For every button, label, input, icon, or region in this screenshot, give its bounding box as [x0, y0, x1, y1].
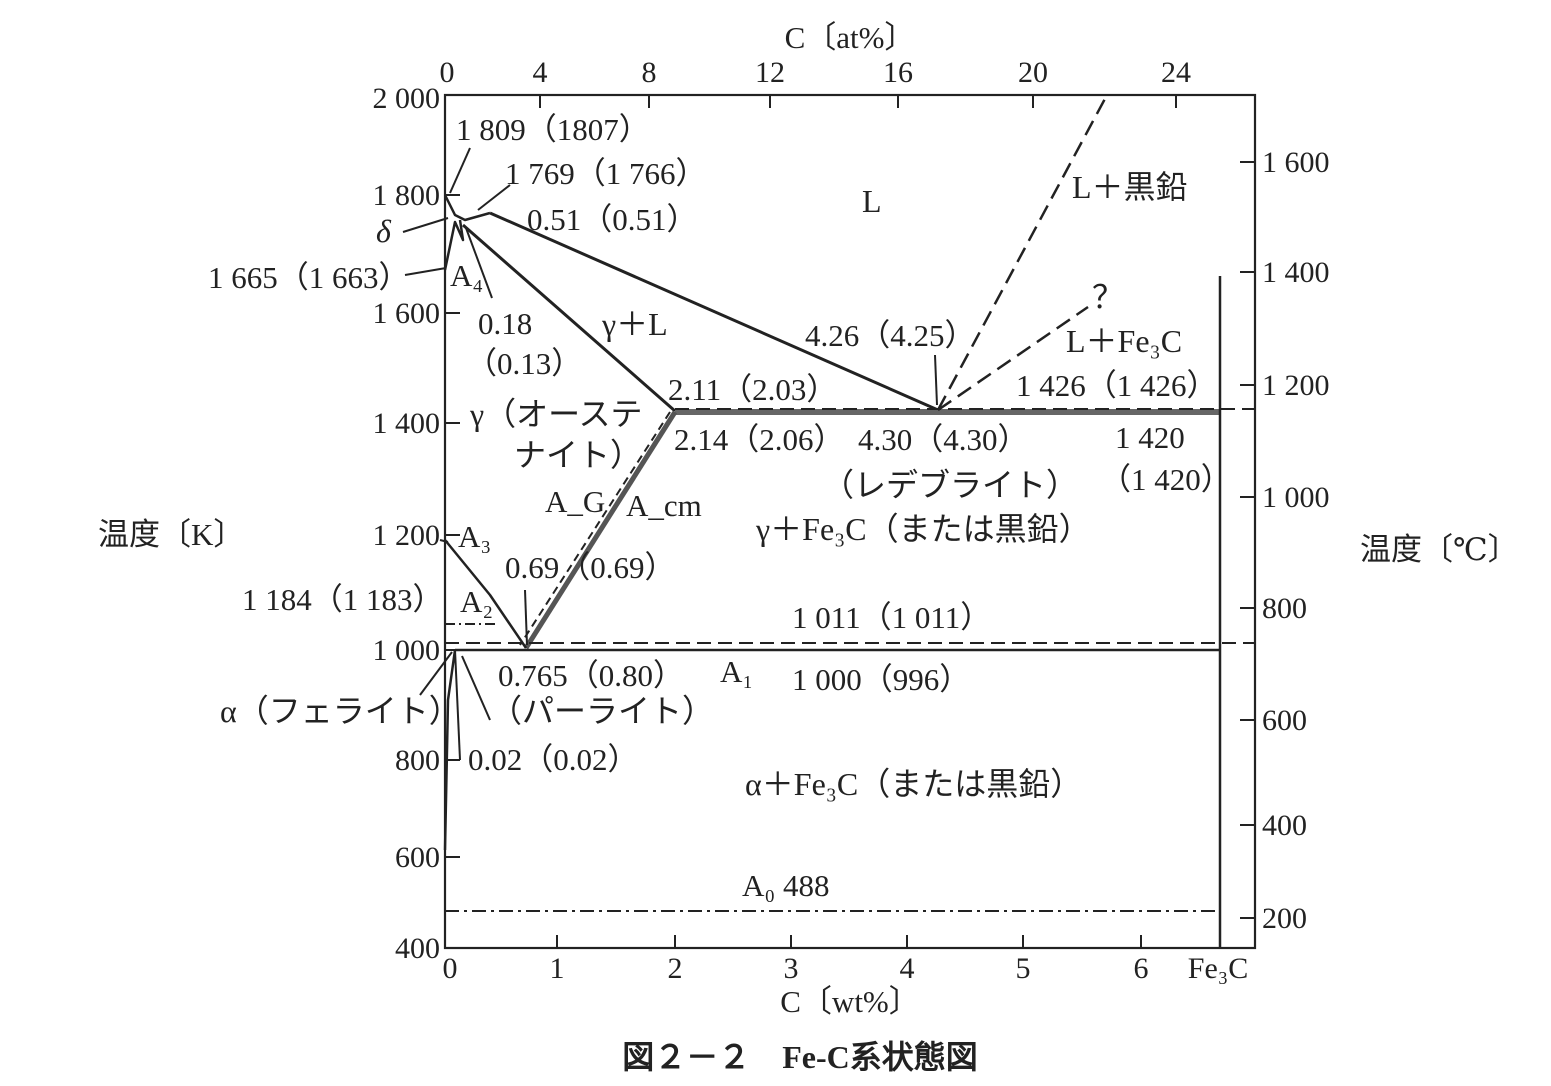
point-label: （1 420）: [1100, 462, 1232, 497]
transformation-label: A₂: [460, 584, 493, 619]
y-left-tick: 1 200: [373, 519, 441, 552]
region-label: （パーライト）: [490, 693, 714, 729]
liquidus-line: [489, 211, 939, 412]
region-labels: L L＋黒鉛 L＋Fe₃C ？ γ＋L γ（オーステ ナイト） （レデブライト）…: [220, 169, 1188, 802]
transformation-label: A₄: [450, 258, 483, 293]
y-right-tick: 1 600: [1262, 146, 1330, 179]
y-right-axis-title: 温度〔℃〕: [1360, 532, 1519, 567]
x-bottom-axis-title: C〔wt%〕: [780, 984, 920, 1019]
point-label: 0.02（0.02）: [468, 742, 639, 777]
y-right-tick-labels: 1 600 1 400 1 200 1 000 800 600 400 200: [1262, 146, 1330, 935]
point-label: 1 769（1 766）: [505, 156, 707, 191]
region-label: γ＋L: [601, 306, 668, 342]
x-bottom-tick: 1: [550, 952, 565, 985]
x-top-tick: 20: [1018, 56, 1048, 89]
pointer-arrows: [402, 147, 938, 721]
acm-line: [523, 410, 678, 650]
y-left-tick: 1 000: [373, 634, 441, 667]
region-label: （レデブライト）: [822, 467, 1078, 503]
point-label: A₀ 488: [742, 868, 829, 903]
point-label: 1 426（1 426）: [1016, 368, 1218, 403]
x-top-tick: 24: [1161, 56, 1191, 89]
point-label: （0.13）: [466, 346, 582, 381]
point-label: 1 420: [1115, 420, 1185, 455]
y-right-tick: 600: [1262, 704, 1307, 737]
alpha-solvus: [454, 649, 461, 761]
transformation-label: A₃: [458, 519, 491, 554]
x-top-tick: 12: [755, 56, 785, 89]
y-left-tick: 800: [395, 744, 440, 777]
y-right-tick: 1 000: [1262, 481, 1330, 514]
region-label: γ（オーステ: [469, 396, 643, 432]
ag-line: [519, 411, 671, 646]
a3-line: [444, 539, 528, 649]
x-top-axis-title: C〔at%〕: [785, 20, 916, 55]
solidus-line: [462, 223, 676, 413]
region-label: L: [862, 183, 882, 219]
l-graphite-line: [936, 94, 1109, 411]
x-bottom-tick: 6: [1134, 952, 1149, 985]
point-label: 1 184（1 183）: [242, 582, 444, 617]
region-label: ナイト）: [514, 437, 642, 473]
plot-frame: [443, 93, 1257, 950]
region-label: ？: [1092, 279, 1124, 315]
point-label: 2.11（2.03）: [668, 372, 837, 407]
point-label: 4.30（4.30）: [858, 422, 1029, 457]
x-bottom-tick: 4: [900, 952, 915, 985]
point-label: 4.26（4.25）: [805, 318, 976, 353]
delta-lower: [443, 219, 465, 271]
point-label: 0.765（0.80）: [498, 658, 684, 693]
figure-caption: 図２－２ Fe‐C系状態図: [622, 1039, 978, 1075]
point-label: 2.14（2.06）: [674, 422, 845, 457]
point-label: 1 000（996）: [792, 662, 970, 697]
region-label: α＋Fe₃C（または黒鉛）: [745, 766, 1082, 802]
x-bottom-tick: 5: [1016, 952, 1031, 985]
region-label: L＋Fe₃C: [1066, 323, 1182, 359]
point-label: 1 809（1807）: [456, 112, 650, 147]
transformation-label: A₁: [720, 654, 753, 689]
transformation-label: A_cm: [626, 488, 702, 523]
transformation-label: A_G: [545, 484, 605, 519]
x-bottom-tick-labels: 0 1 2 3 4 5 6 Fe₃C: [443, 952, 1249, 985]
x-bottom-tick: 3: [784, 952, 799, 985]
x-top-tick: 0: [440, 56, 455, 89]
y-left-axis-title: 温度〔K〕: [98, 517, 244, 552]
y-right-tick: 800: [1262, 592, 1307, 625]
y-left-tick: 600: [395, 841, 440, 874]
y-left-tick: 400: [395, 932, 440, 965]
region-label: L＋黒鉛: [1072, 169, 1188, 205]
x-top-tick: 16: [883, 56, 913, 89]
x-bottom-tick: 0: [443, 952, 458, 985]
x-top-tick-labels: 0 4 8 12 16 20 24: [440, 56, 1192, 89]
l-fe3c-line: [937, 305, 1089, 412]
region-label: δ: [376, 213, 392, 249]
y-right-tick: 1 400: [1262, 256, 1330, 289]
point-label: 1 011（1 011）: [792, 600, 991, 635]
y-right-tick: 400: [1262, 809, 1307, 842]
y-left-tick-labels: 2 000 1 800 1 600 1 400 1 200 1 000 800 …: [373, 82, 441, 965]
y-right-tick: 200: [1262, 902, 1307, 935]
phase-lines: [443, 94, 1255, 948]
x-bottom-tick: 2: [668, 952, 683, 985]
point-labels: 1 809（1807） 1 769（1 766） 0.51（0.51） 1 66…: [208, 112, 1232, 903]
y-right-tick: 1 200: [1262, 369, 1330, 402]
delta-boundary: [443, 194, 491, 222]
point-label: 0.69（0.69）: [505, 550, 676, 585]
point-label: 0.18: [478, 306, 532, 341]
x-top-tick: 8: [642, 56, 657, 89]
y-left-tick: 1 800: [373, 179, 441, 212]
x-top-tick: 4: [533, 56, 548, 89]
alpha-boundary: [443, 649, 457, 851]
region-label: γ＋Fe₃C（または黒鉛）: [755, 511, 1091, 547]
point-label: 1 665（1 663）: [208, 260, 410, 295]
x-bottom-end-label: Fe₃C: [1188, 952, 1248, 985]
y-left-tick: 2 000: [373, 82, 441, 115]
y-left-tick: 1 600: [373, 297, 441, 330]
transformation-labels: A₄ A₃ A₂ A₁ A_G A_cm: [450, 258, 753, 689]
point-label: 0.51（0.51）: [527, 202, 698, 237]
region-label: α（フェライト）: [220, 693, 461, 729]
axis-ticks: [445, 95, 1255, 948]
y-left-tick: 1 400: [373, 407, 441, 440]
